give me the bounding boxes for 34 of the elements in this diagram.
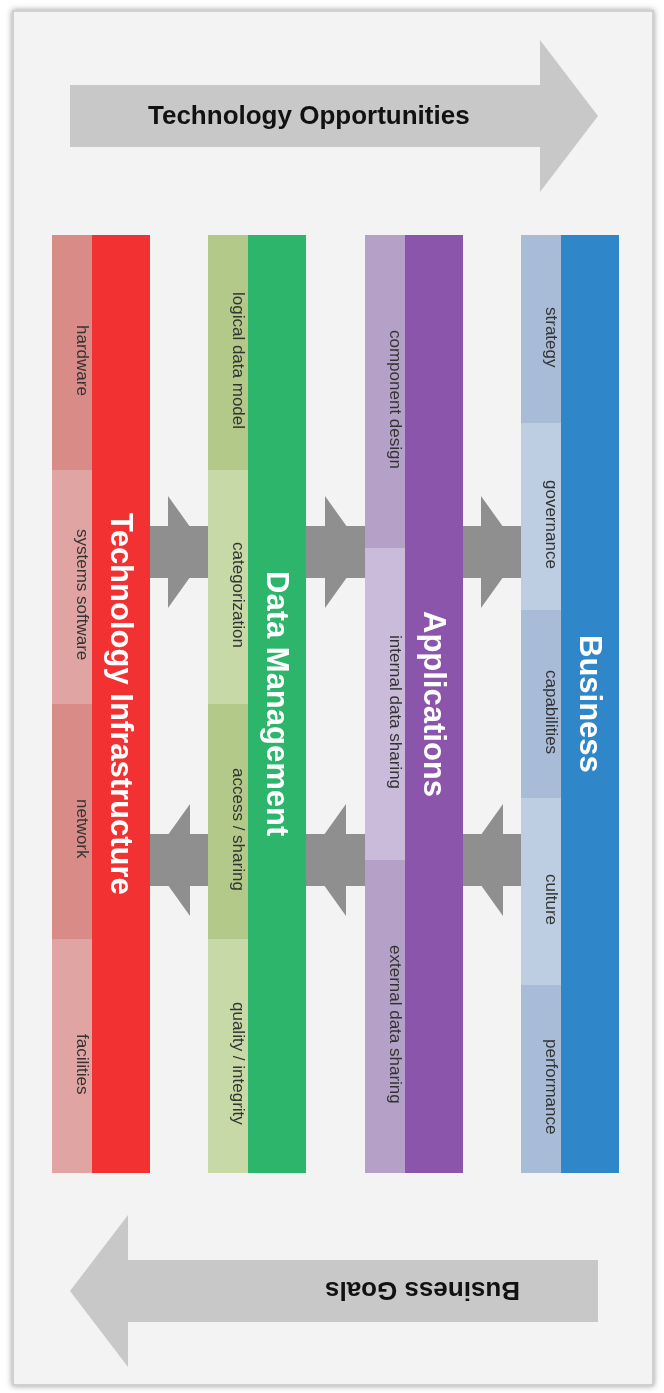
layer-title: Technology Infrastructure [103, 512, 140, 897]
layer-item: performance [521, 985, 561, 1173]
block-arrow [306, 804, 365, 916]
block-arrow [150, 496, 208, 608]
layer-column [208, 235, 306, 1173]
layer-item: strategy [521, 235, 561, 423]
layer-item: internal data sharing [365, 547, 405, 861]
layer-item: capabilities [521, 610, 561, 798]
layer-item: access / sharing [208, 704, 248, 939]
layer-item: systems software [52, 469, 92, 704]
block-arrow [306, 496, 365, 608]
layer-column [521, 235, 619, 1173]
layer-item: categorization [208, 469, 248, 704]
block-arrow [463, 804, 521, 916]
layer-item: facilities [52, 938, 92, 1173]
block-arrow [463, 496, 521, 608]
layer-item: culture [521, 797, 561, 986]
arrow-banner [70, 40, 598, 192]
layer-item: governance [521, 422, 561, 611]
layer-title: Data Management [259, 570, 296, 839]
layer-item: logical data model [208, 235, 248, 470]
layer-title: Business [572, 634, 609, 775]
layer-item: external data sharing [365, 860, 405, 1173]
layer-item: component design [365, 235, 405, 548]
layer-item: quality / integrity [208, 938, 248, 1173]
banner-title: Technology Opportunities [148, 100, 470, 131]
layer-title: Applications [416, 610, 453, 799]
block-arrow [150, 804, 208, 916]
arrow-banner [70, 1215, 598, 1367]
banner-title: Business Goals [324, 1275, 520, 1306]
layer-item: hardware [52, 235, 92, 470]
layer-item: network [52, 704, 92, 939]
layer-column [365, 235, 463, 1173]
layer-column [52, 235, 150, 1173]
